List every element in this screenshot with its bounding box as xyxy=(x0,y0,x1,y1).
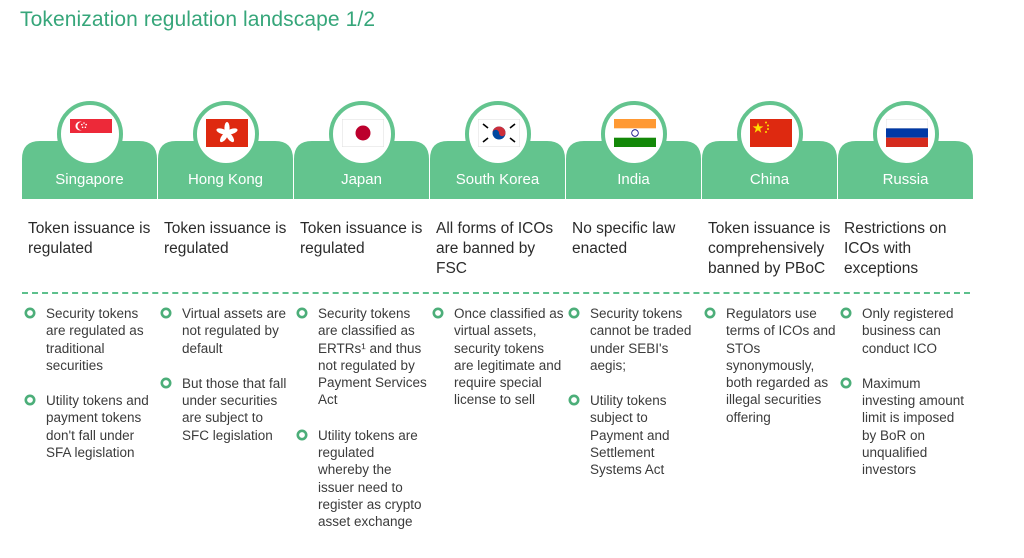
regulation-headline: Token issuance is regulated xyxy=(300,220,423,257)
country-label: Japan xyxy=(341,171,382,188)
bullet-circle-icon xyxy=(296,307,308,319)
regulation-headline: Restrictions on ICOs with exceptions xyxy=(844,220,947,277)
country-label: India xyxy=(617,171,650,188)
bullet-item: Regulators use terms of ICOs and STOs sy… xyxy=(704,305,836,426)
bullet-item: Virtual assets are not regulated by defa… xyxy=(160,305,292,357)
bullet-item: Security tokens are regulated as traditi… xyxy=(24,305,156,374)
bullet-text: Once classified as virtual assets, secur… xyxy=(454,306,564,408)
country-label: South Korea xyxy=(455,171,540,188)
bullet-list: Once classified as virtual assets, secur… xyxy=(432,305,564,427)
bullet-circle-icon xyxy=(432,307,444,319)
bullet-circle-icon xyxy=(160,307,172,319)
bullet-text: Utility tokens subject to Payment and Se… xyxy=(590,393,670,478)
bullet-circle-icon xyxy=(840,307,852,319)
bullet-circle-icon xyxy=(568,394,580,406)
bullet-list: Virtual assets are not regulated by defa… xyxy=(160,305,292,462)
bullet-item: Utility tokens subject to Payment and Se… xyxy=(568,392,700,478)
page-title: Tokenization regulation landscape 1/2 xyxy=(20,8,376,31)
bullet-text: Regulators use terms of ICOs and STOs sy… xyxy=(726,306,836,425)
regulation-headline: Token issuance is regulated xyxy=(28,220,151,257)
bullet-item: Utility tokens are regulated whereby the… xyxy=(296,427,428,531)
bullet-item: Security tokens cannot be traded under S… xyxy=(568,305,700,374)
bullet-circle-icon xyxy=(568,307,580,319)
country-label: China xyxy=(749,171,790,188)
japan-flag-icon xyxy=(342,119,384,147)
bullet-list: Only registered business can conduct ICO… xyxy=(840,305,972,497)
bullet-item: Once classified as virtual assets, secur… xyxy=(432,305,564,409)
bullet-circle-icon xyxy=(840,377,852,389)
bullet-circle-icon xyxy=(160,377,172,389)
regulation-headline: Token issuance is comprehensively banned… xyxy=(708,220,831,277)
hong-kong-flag-icon xyxy=(206,119,248,147)
bullet-text: Security tokens are regulated as traditi… xyxy=(46,306,144,373)
country-label: Russia xyxy=(882,171,929,188)
bullet-circle-icon xyxy=(24,394,36,406)
regulation-headline: No specific law enacted xyxy=(572,220,676,257)
bullet-item: Utility tokens and payment tokens don't … xyxy=(24,392,156,461)
bullet-circle-icon xyxy=(296,429,308,441)
bullet-item: Only registered business can conduct ICO xyxy=(840,305,972,357)
bullet-text: Only registered business can conduct ICO xyxy=(862,306,954,356)
india-flag-icon xyxy=(614,119,656,147)
bullet-list: Regulators use terms of ICOs and STOs sy… xyxy=(704,305,836,444)
bullet-text: Security tokens cannot be traded under S… xyxy=(590,306,692,373)
bullet-circle-icon xyxy=(704,307,716,319)
bullet-text: Virtual assets are not regulated by defa… xyxy=(182,306,287,356)
bullet-item: But those that fall under securities are… xyxy=(160,375,292,444)
country-label: Hong Kong xyxy=(187,171,264,188)
bullet-list: Security tokens cannot be traded under S… xyxy=(568,305,700,497)
regulation-headline: Token issuance is regulated xyxy=(164,220,287,257)
singapore-flag-icon xyxy=(70,119,112,147)
china-flag-icon xyxy=(750,119,792,147)
regulation-headline: All forms of ICOs are banned by FSC xyxy=(436,220,554,277)
bullet-circle-icon xyxy=(24,307,36,319)
dashed-divider xyxy=(22,292,970,294)
russia-flag-icon xyxy=(886,119,928,147)
country-badge xyxy=(566,101,701,199)
bullet-text: Security tokens are classified as ERTRs¹… xyxy=(318,306,427,408)
bullet-item: Maximum investing amount limit is impose… xyxy=(840,375,972,479)
bullet-list: Security tokens are classified as ERTRs¹… xyxy=(296,305,428,549)
bullet-text: Maximum investing amount limit is impose… xyxy=(862,375,965,478)
bullet-text: Utility tokens are regulated whereby the… xyxy=(318,427,422,530)
south-korea-flag-icon xyxy=(478,119,520,147)
country-label: Singapore xyxy=(55,171,124,188)
bullet-item: Security tokens are classified as ERTRs¹… xyxy=(296,305,428,409)
bullet-text: But those that fall under securities are… xyxy=(182,375,287,443)
bullet-list: Security tokens are regulated as traditi… xyxy=(24,305,156,479)
bullet-text: Utility tokens and payment tokens don't … xyxy=(46,393,149,461)
